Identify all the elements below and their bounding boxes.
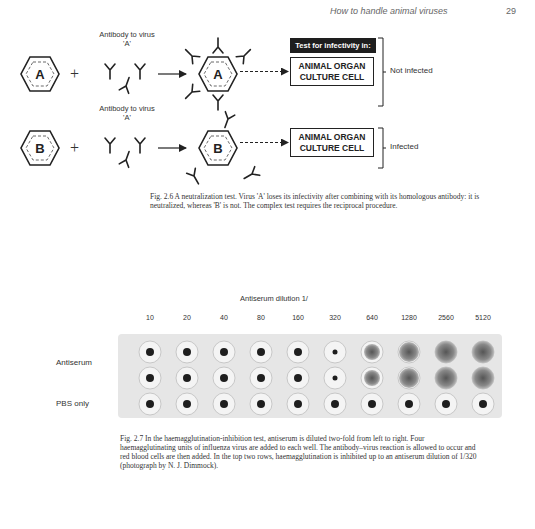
node-text: ANIMAL ORGAN CULTURE CELL — [295, 61, 369, 82]
node-text: B — [213, 141, 222, 156]
row-label: PBS only — [56, 399, 89, 409]
test-arrow — [240, 71, 288, 72]
dilution-value: 320 — [320, 314, 350, 322]
dilution-value: 5120 — [468, 314, 498, 322]
dilution-value: 10 — [135, 314, 165, 322]
dilution-value: 2560 — [431, 314, 461, 322]
plate-well — [139, 341, 494, 415]
antibody-label: Antibody to virus 'A' — [96, 30, 158, 48]
reaction-arrow — [158, 147, 186, 148]
reaction-arrow — [158, 73, 186, 74]
test-heading-box: Test for infectivity in: — [290, 38, 376, 53]
microtitre-plate — [118, 334, 502, 418]
row-label: Antiserum — [56, 358, 92, 368]
node-text: A — [213, 67, 222, 82]
cell-button — [146, 348, 487, 408]
plus-sign: + — [70, 64, 79, 83]
axis-title: Antiserum dilution 1/ — [240, 294, 308, 303]
node-text: ANIMAL ORGAN CULTURE CELL — [295, 132, 369, 153]
dilution-value: 640 — [357, 314, 387, 322]
figure-caption: Fig. 2.6 A neutralization test. Virus 'A… — [150, 192, 480, 210]
test-arrow — [240, 142, 288, 143]
result-label: Infected — [390, 142, 450, 152]
antibody-symbol — [105, 64, 145, 93]
virus-particle: A — [20, 56, 60, 92]
bracket — [378, 38, 386, 106]
dilution-value: 1280 — [394, 314, 424, 322]
host-system-box: ANIMAL ORGAN CULTURE CELL — [290, 57, 374, 86]
bound-antibody — [182, 38, 254, 110]
virus-particle: B — [20, 130, 60, 166]
dilution-value: 160 — [283, 314, 313, 322]
node-text: A — [35, 67, 44, 82]
neutralized-virus: A — [198, 56, 238, 92]
node-text: B — [35, 141, 44, 156]
unbound-antibody — [187, 112, 260, 187]
antibody-symbol — [105, 138, 145, 167]
dilution-value: 20 — [172, 314, 202, 322]
dilution-value: 40 — [209, 314, 239, 322]
host-system-box: ANIMAL ORGAN CULTURE CELL — [290, 128, 374, 157]
bracket — [378, 128, 386, 168]
result-label: Not infected — [390, 66, 450, 76]
dilution-value: 80 — [246, 314, 276, 322]
plus-sign: + — [70, 138, 79, 157]
unneutralized-virus: B — [198, 130, 238, 166]
node-text: Test for infectivity in: — [294, 41, 372, 50]
antibody-label: Antibody to virus 'A' — [96, 104, 158, 122]
figure-caption: Fig. 2.7 In the haemagglutination-inhibi… — [120, 434, 480, 470]
page-number: 29 — [506, 6, 516, 17]
running-head: How to handle animal viruses — [330, 6, 448, 17]
haemagglutination-mat — [364, 341, 494, 389]
